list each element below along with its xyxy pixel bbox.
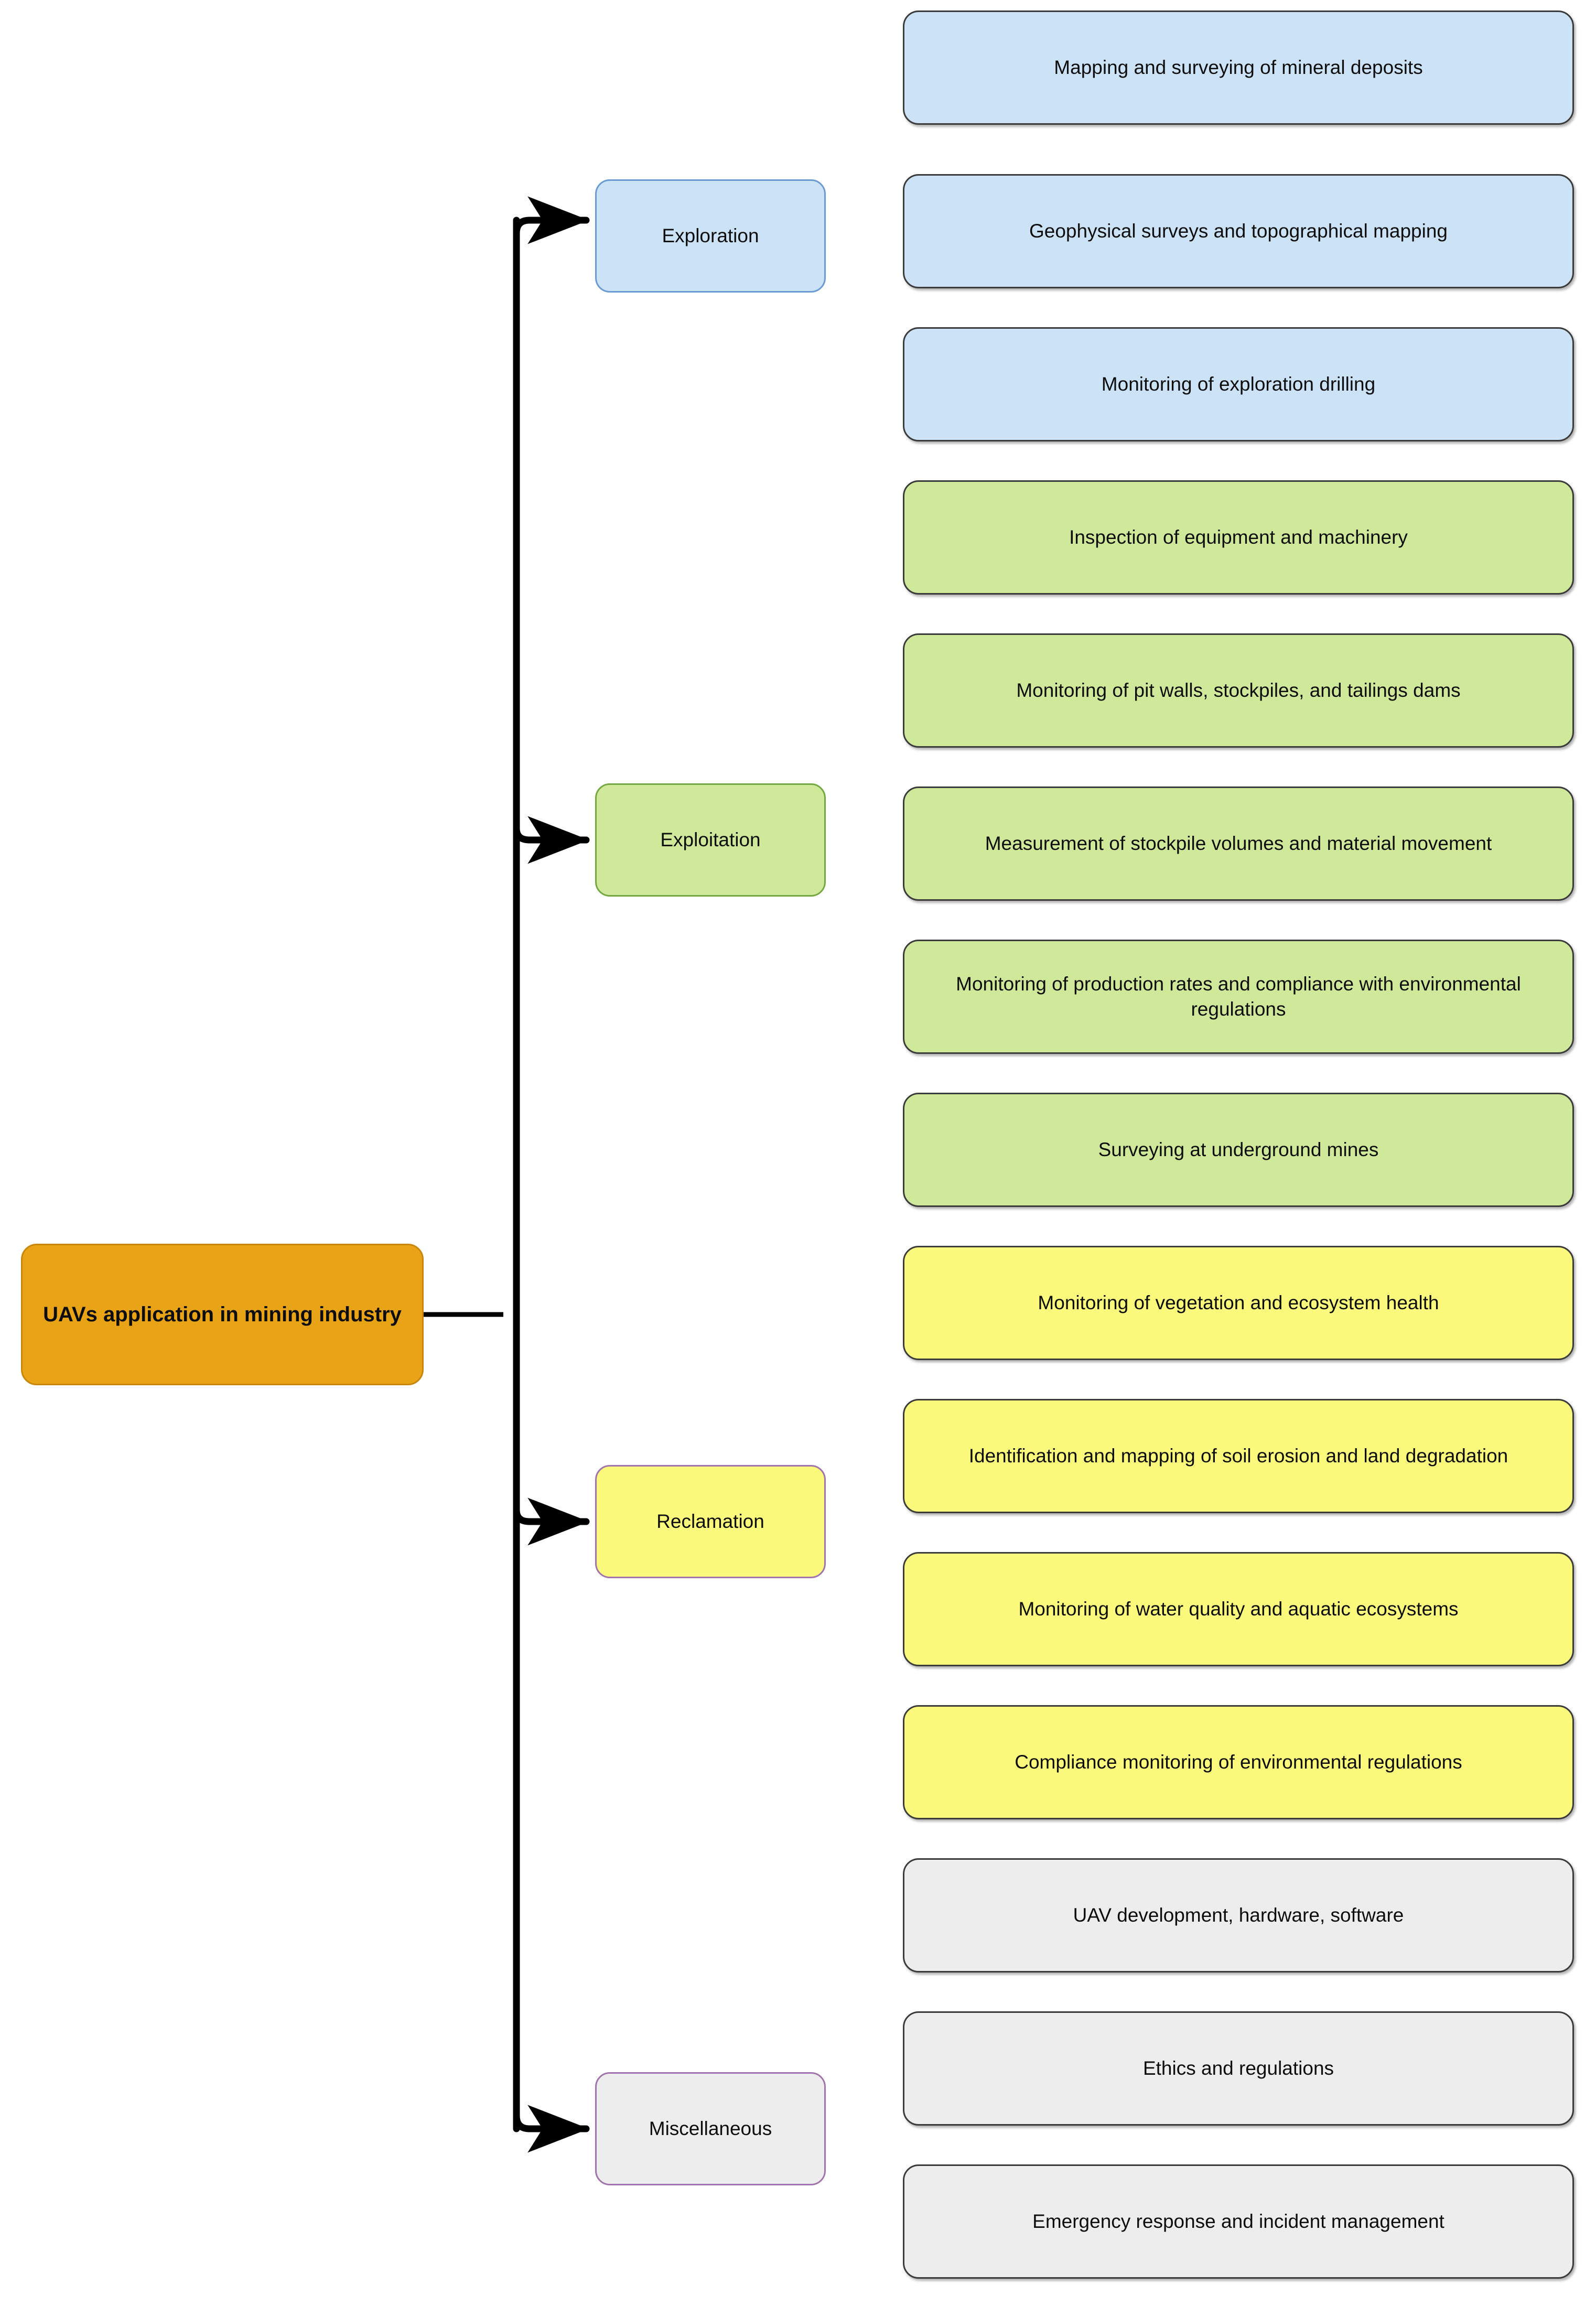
- edge-to-exploitation: [513, 816, 590, 864]
- leaf-node-label: Monitoring of production rates and compl…: [956, 973, 1521, 1020]
- leaf-node[interactable]: Ethics and regulations: [903, 2011, 1574, 2126]
- edge-to-miscellaneous: [513, 2105, 590, 2153]
- category-label-reclamation: Reclamation: [656, 1510, 764, 1532]
- leaf-node[interactable]: Emergency response and incident manageme…: [903, 2164, 1574, 2279]
- leaf-node-label: Emergency response and incident manageme…: [1032, 2210, 1444, 2232]
- category-label-miscellaneous: Miscellaneous: [649, 2117, 772, 2139]
- leaf-node-label: Ethics and regulations: [1142, 2057, 1334, 2079]
- leaf-node-label: Compliance monitoring of environmental r…: [1015, 1751, 1462, 1773]
- leaf-node[interactable]: Compliance monitoring of environmental r…: [903, 1705, 1574, 1819]
- leaf-node[interactable]: Surveying at underground mines: [903, 1093, 1574, 1207]
- leaf-node-label: Inspection of equipment and machinery: [1069, 526, 1408, 548]
- root-node-label: UAVs application in mining industry: [43, 1303, 402, 1326]
- root-node[interactable]: UAVs application in mining industry: [21, 1244, 424, 1385]
- leaf-node-label: Monitoring of vegetation and ecosystem h…: [1038, 1291, 1439, 1313]
- leaf-node[interactable]: Identification and mapping of soil erosi…: [903, 1399, 1574, 1513]
- leaf-node-label: Geophysical surveys and topographical ma…: [1029, 220, 1448, 242]
- leaf-node-label: Mapping and surveying of mineral deposit…: [1054, 56, 1423, 78]
- edge-to-exploration: [513, 196, 590, 244]
- leaf-node[interactable]: Monitoring of water quality and aquatic …: [903, 1552, 1574, 1666]
- category-node-exploitation[interactable]: Exploitation: [595, 783, 826, 897]
- leaf-node-label: Monitoring of pit walls, stockpiles, and…: [1016, 679, 1461, 701]
- leaf-node-label: UAV development, hardware, software: [1073, 1904, 1404, 1926]
- leaf-node-label: Identification and mapping of soil erosi…: [968, 1445, 1508, 1467]
- leaf-node[interactable]: Measurement of stockpile volumes and mat…: [903, 786, 1574, 901]
- leaf-node-label: Measurement of stockpile volumes and mat…: [985, 832, 1492, 854]
- leaf-node[interactable]: Mapping and surveying of mineral deposit…: [903, 10, 1574, 125]
- leaf-node[interactable]: UAV development, hardware, software: [903, 1858, 1574, 1973]
- leaf-node[interactable]: Monitoring of pit walls, stockpiles, and…: [903, 633, 1574, 748]
- leaf-node[interactable]: Monitoring of production rates and compl…: [903, 940, 1574, 1054]
- category-node-reclamation[interactable]: Reclamation: [595, 1465, 826, 1578]
- leaf-node[interactable]: Monitoring of exploration drilling: [903, 327, 1574, 441]
- category-node-miscellaneous[interactable]: Miscellaneous: [595, 2072, 826, 2185]
- leaf-node[interactable]: Inspection of equipment and machinery: [903, 480, 1574, 595]
- category-node-exploration[interactable]: Exploration: [595, 179, 826, 293]
- leaf-node-label: Monitoring of water quality and aquatic …: [1018, 1598, 1459, 1620]
- edge-to-reclamation: [513, 1497, 590, 1546]
- leaf-node[interactable]: Monitoring of vegetation and ecosystem h…: [903, 1246, 1574, 1360]
- leaf-node-label: Monitoring of exploration drilling: [1101, 373, 1376, 395]
- category-label-exploitation: Exploitation: [660, 828, 761, 850]
- leaf-node[interactable]: Geophysical surveys and topographical ma…: [903, 174, 1574, 288]
- category-label-exploration: Exploration: [662, 224, 759, 246]
- leaf-node-label: Surveying at underground mines: [1098, 1138, 1379, 1160]
